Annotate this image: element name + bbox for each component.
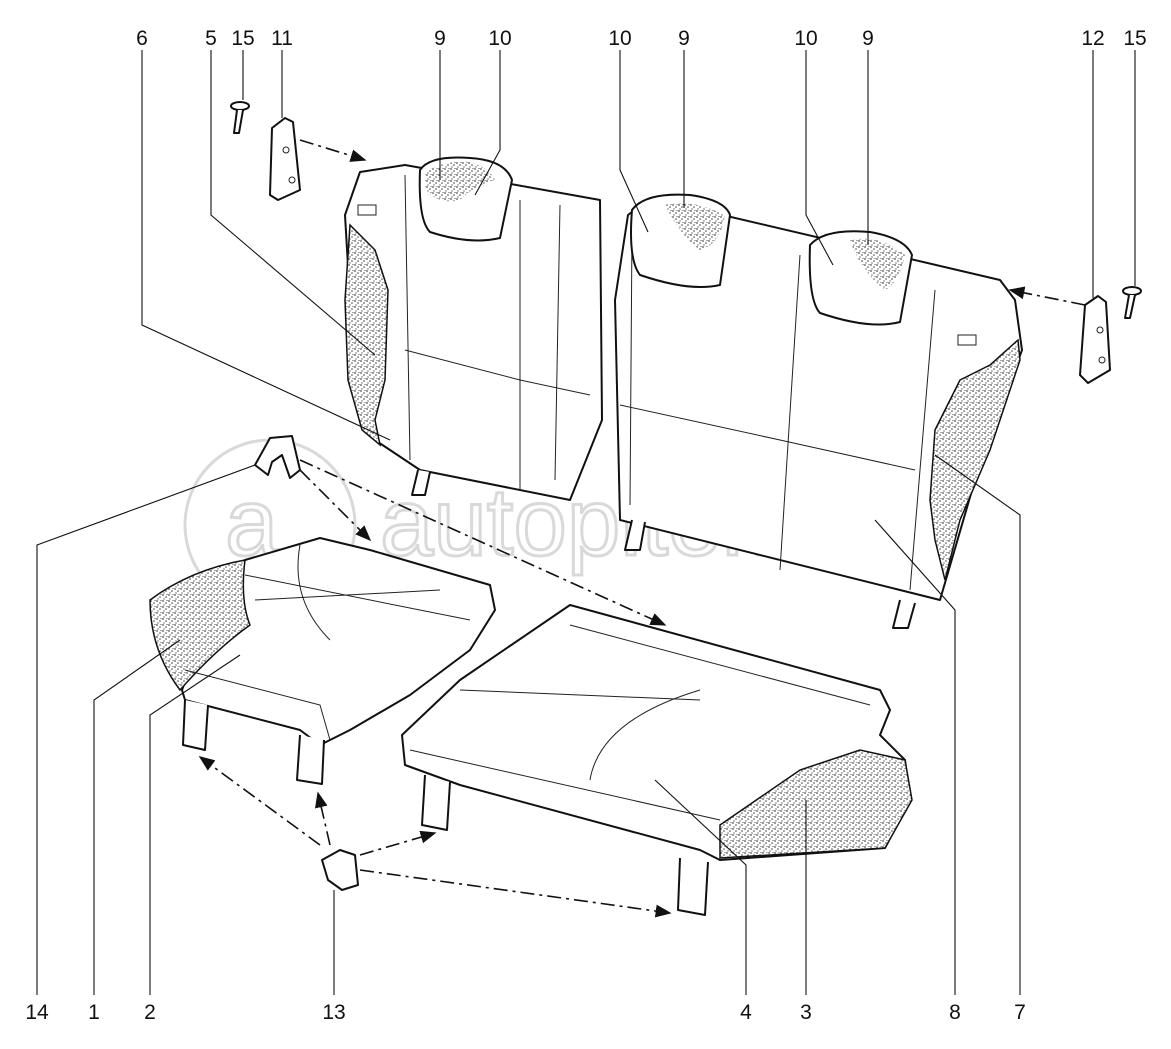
callout-7: 7 (1014, 1001, 1026, 1024)
callout-13: 13 (322, 1001, 345, 1024)
right-headrest-center (630, 193, 731, 289)
callout-9-c: 9 (862, 27, 874, 50)
callout-8: 8 (949, 1001, 961, 1024)
callout-4: 4 (740, 1001, 752, 1024)
callout-labels-bottom: 14 1 2 13 4 3 8 7 (25, 1001, 1026, 1024)
bolt-15-left (230, 101, 250, 134)
callout-1: 1 (88, 1001, 100, 1024)
callout-labels-top: 6 5 15 11 9 10 10 9 10 9 12 15 (136, 27, 1147, 50)
callout-14: 14 (25, 1001, 49, 1024)
callout-6: 6 (136, 27, 148, 50)
callout-5: 5 (205, 27, 217, 50)
right-cushion-side-texture (719, 749, 913, 859)
left-headrest (418, 156, 513, 242)
hinge-bracket-11 (269, 117, 301, 201)
callout-10-b: 10 (608, 27, 631, 50)
left-cushion-side-texture (149, 559, 251, 692)
clip-13 (321, 849, 359, 891)
hinge-bracket-12 (1079, 295, 1111, 384)
right-cushion (401, 604, 913, 916)
callout-15-right: 15 (1123, 27, 1146, 50)
callout-3: 3 (800, 1001, 812, 1024)
callout-9-a: 9 (434, 27, 446, 50)
callout-9-b: 9 (678, 27, 690, 50)
left-cushion (149, 537, 496, 785)
callout-11: 11 (271, 27, 293, 50)
right-backrest (614, 197, 1023, 629)
leader-lines (36, 50, 1136, 995)
bolt-15-right (1122, 286, 1142, 319)
left-backrest-side-texture (344, 223, 389, 447)
callout-2: 2 (144, 1001, 156, 1024)
callout-12: 12 (1081, 27, 1104, 50)
assembly-arrows (198, 139, 1086, 918)
callout-10-a: 10 (488, 27, 511, 50)
right-headrest-outer (808, 230, 913, 326)
clip-14 (254, 435, 301, 479)
callout-10-c: 10 (794, 27, 817, 50)
callout-15-left: 15 (231, 27, 254, 50)
right-backrest-side-texture (929, 338, 1021, 581)
left-backrest (344, 164, 603, 501)
